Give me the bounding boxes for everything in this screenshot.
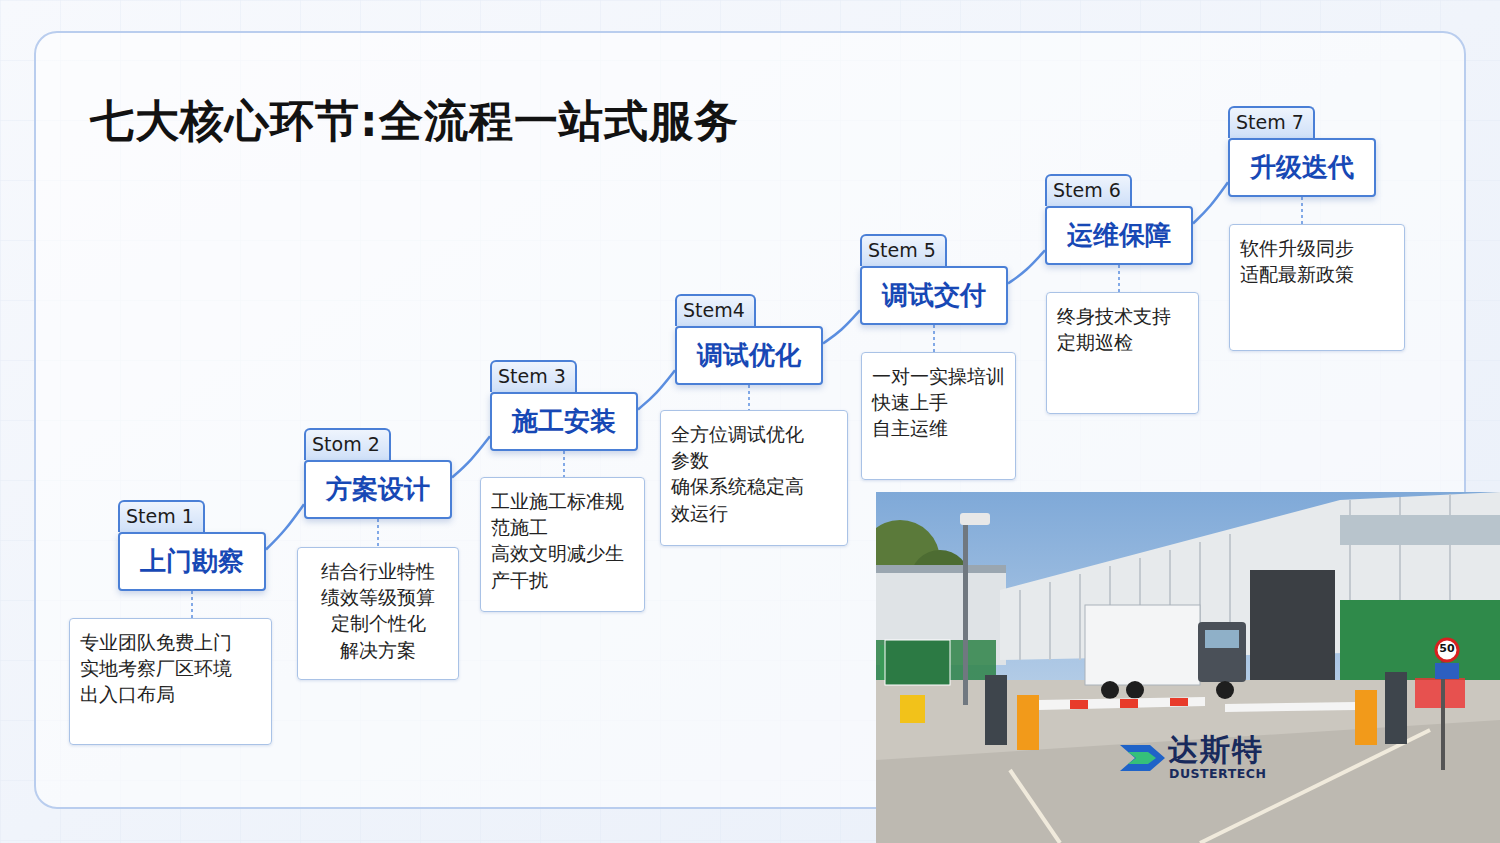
illustration-shape (1250, 570, 1335, 680)
illustration-shape (1205, 630, 1239, 648)
connector (933, 325, 935, 352)
illustration-shape (1049, 582, 1051, 660)
step-heading: 上门勘察 (118, 532, 266, 591)
connector (638, 370, 675, 409)
illustration-shape (985, 675, 1007, 745)
illustration-shape (1340, 515, 1500, 545)
illustration-shape (876, 565, 1006, 573)
description-box: 专业团队免费上门 实地考察厂区环境 出入口布局 (69, 618, 272, 745)
step-heading: 调试优化 (675, 326, 823, 385)
illustration-shape (1415, 678, 1465, 708)
step-tab: Stem4 (675, 294, 756, 326)
connector (1193, 182, 1228, 223)
step-heading: 运维保障 (1045, 206, 1193, 265)
illustration-shape (1085, 605, 1200, 685)
illustration-shape (1436, 639, 1458, 661)
step-heading: 施工安装 (490, 392, 638, 451)
description-box: 一对一实操培训 快速上手 自主运维 (861, 352, 1016, 480)
connector (748, 385, 750, 410)
logo-name: 达斯特 (1168, 733, 1264, 766)
slide-title: 七大核心环节:全流程一站式服务 (90, 92, 739, 151)
step-card: Stem4调试优化 (675, 294, 823, 385)
step-tab: Stem 3 (490, 360, 577, 392)
connector (191, 591, 193, 618)
illustration-shape (1170, 698, 1188, 706)
illustration-shape (1070, 700, 1088, 709)
description-text: 终身技术支持 定期巡检 (1057, 303, 1171, 355)
step-heading: 方案设计 (304, 460, 452, 519)
step-heading: 升级迭代 (1228, 138, 1376, 197)
description-text: 确保系统稳定高效运行 (671, 473, 811, 525)
description-text: 软件升级同步 适配最新政策 (1240, 235, 1354, 287)
illustration-shape (1101, 681, 1119, 699)
connector (1118, 265, 1120, 292)
description-box: 软件升级同步 适配最新政策 (1229, 224, 1405, 351)
step-tab: Stem 6 (1045, 174, 1132, 206)
illustration-shape (1355, 690, 1377, 745)
illustration-shape (1128, 752, 1156, 764)
step-card: Stem 7升级迭代 (1228, 106, 1376, 197)
step-card: Stem 3施工安装 (490, 360, 638, 451)
connector (823, 310, 860, 343)
illustration-shape (1340, 600, 1500, 680)
illustration-shape (960, 513, 990, 525)
description-box: 终身技术支持 定期巡检 (1046, 292, 1199, 414)
step-card: Stem 1上门勘察 (118, 500, 266, 591)
connector (1008, 250, 1045, 283)
illustration-shape (1120, 745, 1165, 771)
illustration-shape (1039, 697, 1205, 710)
illustration-shape (1019, 590, 1021, 660)
speed-sign-number: 50 (1438, 643, 1456, 655)
illustration-shape (1216, 681, 1234, 699)
connector (563, 451, 565, 477)
step-card: Stom 2方案设计 (304, 428, 452, 519)
description-box: 全方位调试优化参数确保系统稳定高效运行 (660, 410, 848, 546)
illustration-shape (1010, 770, 1060, 843)
connector (266, 504, 304, 549)
illustration-shape (900, 695, 925, 723)
description-text: 一对一实操培训 快速上手 自主运维 (872, 363, 1005, 442)
connector (377, 519, 379, 547)
step-tab: Stem 5 (860, 234, 947, 266)
illustration-shape (1120, 699, 1138, 708)
illustration-shape (1435, 663, 1459, 679)
illustration-shape (1070, 698, 1188, 709)
illustration-shape (1385, 672, 1407, 744)
logo-wordmark: DUSTERTECH (1169, 767, 1266, 781)
photo-scene (876, 492, 1500, 843)
step-tab: Stem 7 (1228, 106, 1315, 138)
description-text: 工业施工标准规范施工 (491, 488, 631, 540)
description-box: 结合行业特性 绩效等级预算 定制个性化 解决方案 (297, 547, 459, 680)
illustration-shape (876, 640, 996, 685)
connector (452, 436, 490, 477)
description-box: 工业施工标准规范施工高效文明减少生产干扰 (480, 477, 645, 612)
description-text: 结合行业特性 绩效等级预算 定制个性化 解决方案 (321, 558, 435, 663)
description-text: 高效文明减少生产干扰 (491, 540, 631, 592)
step-card: Stem 6运维保障 (1045, 174, 1193, 265)
illustration-shape (1126, 681, 1144, 699)
step-card: Stem 5调试交付 (860, 234, 1008, 325)
illustration-shape (876, 492, 1500, 843)
step-heading: 调试交付 (860, 266, 1008, 325)
connector (1301, 197, 1303, 224)
illustration-shape (885, 640, 950, 685)
illustration-shape (963, 515, 968, 705)
step-tab: Stom 2 (304, 428, 391, 460)
illustration-shape (1198, 622, 1246, 682)
illustration-shape (1017, 695, 1039, 750)
illustration-shape (1225, 702, 1355, 712)
illustration-shape (1079, 574, 1081, 660)
description-text: 全方位调试优化参数 (671, 421, 811, 473)
description-text: 专业团队免费上门 实地考察厂区环境 出入口布局 (80, 629, 232, 708)
step-tab: Stem 1 (118, 500, 205, 532)
